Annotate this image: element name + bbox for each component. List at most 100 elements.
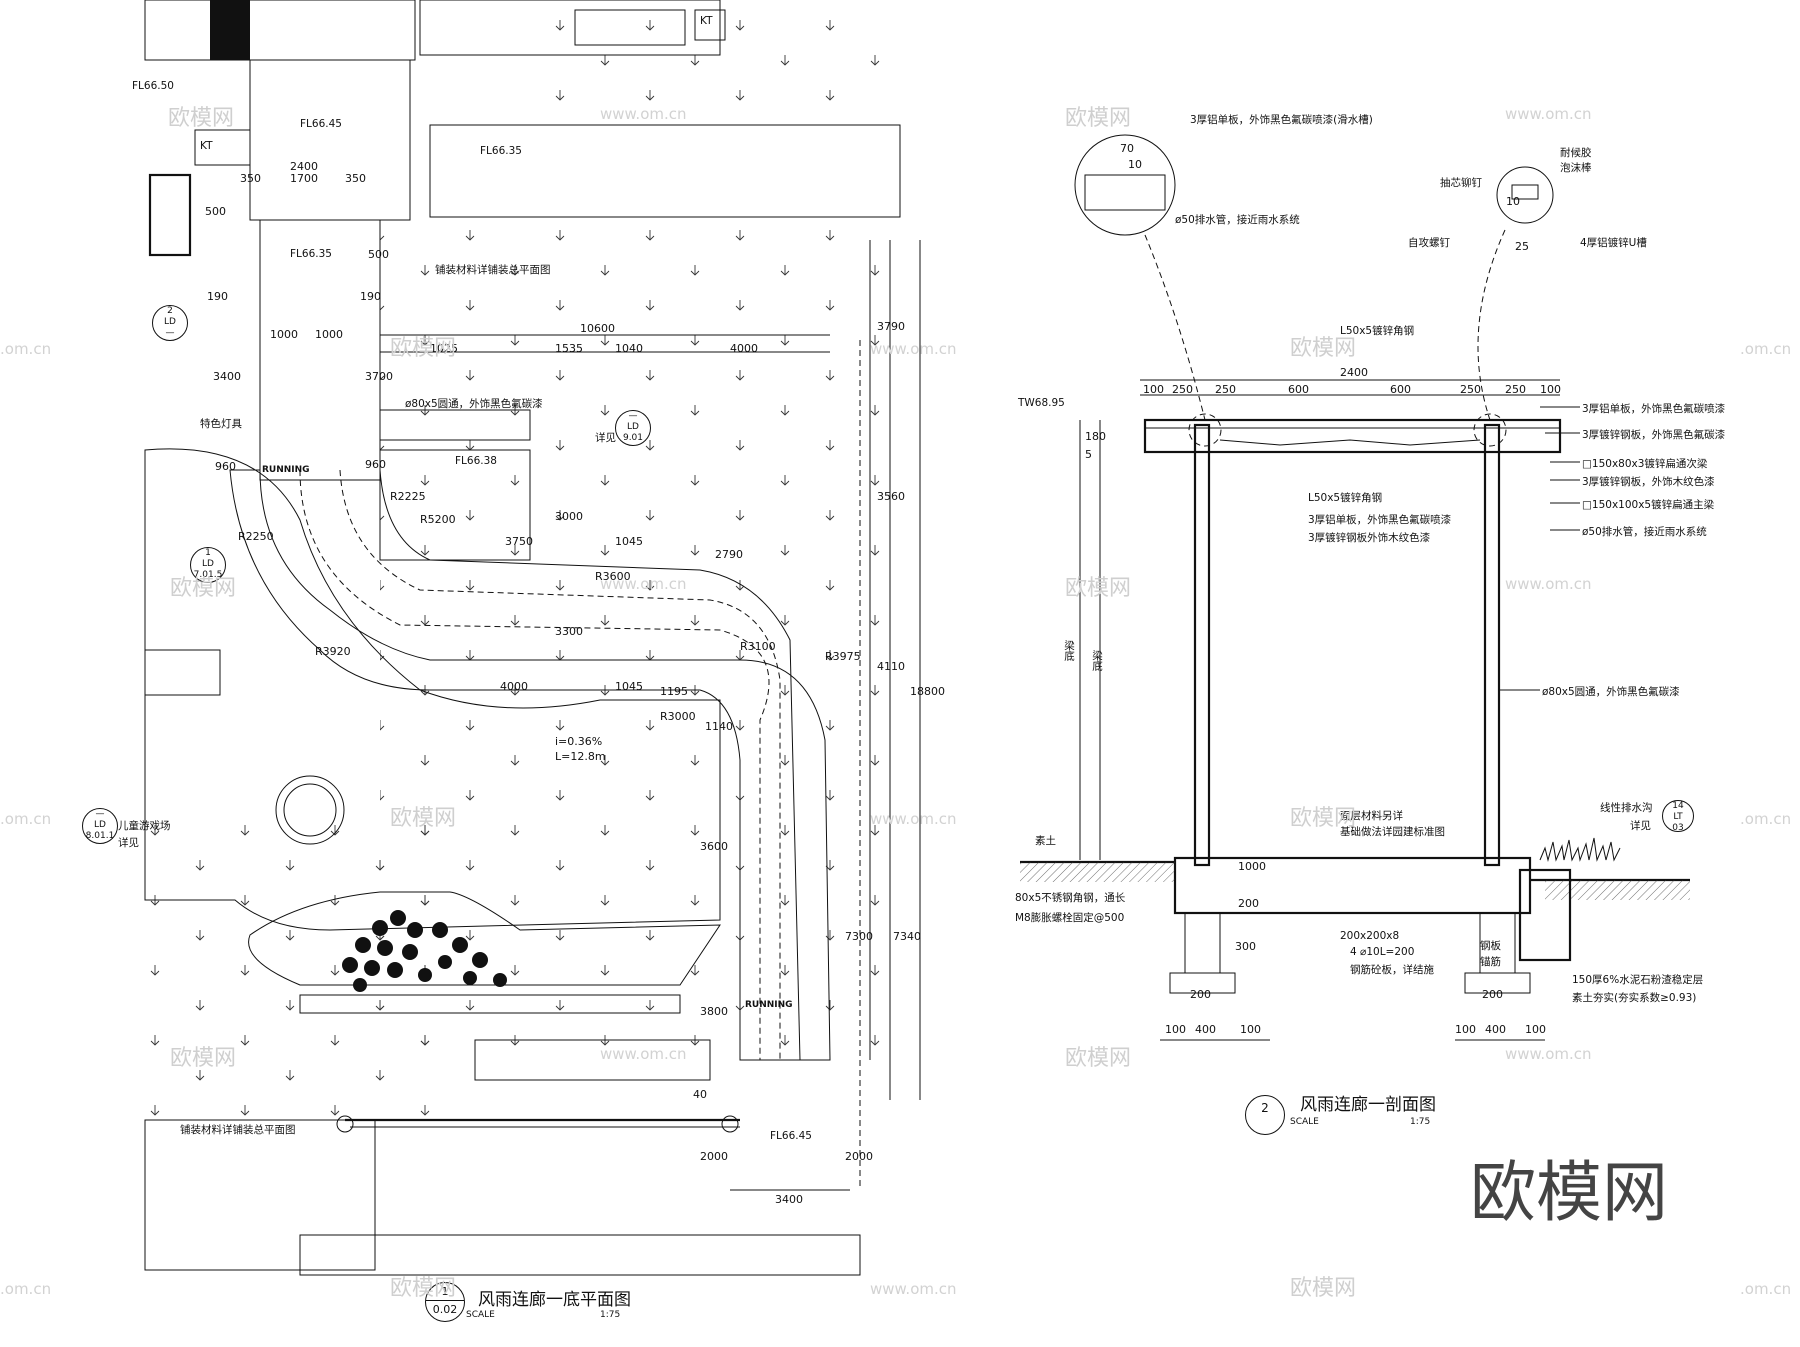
- ref-3-bottom: 8.01.1: [85, 831, 115, 841]
- watermark-cn-3: .om.cn: [0, 1280, 52, 1298]
- sec-callout-r11: 素土夯实(夯实系数≥0.93): [1572, 992, 1697, 1004]
- building-lower: [299, 1234, 861, 1276]
- dim-3560: 3560: [877, 490, 905, 503]
- sec-small-5: 5: [1085, 448, 1092, 461]
- sec-dim-5: 600: [1390, 383, 1411, 396]
- sec-dim-8: 100: [1540, 383, 1561, 396]
- watermark-cn-1: .om.cn: [0, 340, 52, 358]
- radius-8: R3100: [740, 640, 776, 653]
- kt-box-2: [694, 9, 726, 41]
- dim-3400b: 3400: [775, 1193, 803, 1206]
- section-drawing: [1020, 134, 1690, 1041]
- ref-4-top: —: [628, 411, 638, 421]
- callout-circle-right: [1473, 413, 1507, 447]
- elev-2: FL66.45: [300, 118, 342, 130]
- curved-walkway: [229, 469, 831, 1061]
- elev-6: FL66.45: [770, 1130, 812, 1142]
- watermark-1: 欧模网: [168, 106, 235, 131]
- watermark-url-2: www.om.cn: [1505, 105, 1592, 123]
- watermark-7: 欧模网: [1065, 106, 1132, 131]
- radius-1: R5200: [420, 513, 456, 526]
- dim-1040: 1040: [615, 342, 643, 355]
- sec-small-180: 180: [1085, 430, 1106, 443]
- sec-title: 风雨连廊一剖面图: [1300, 1095, 1436, 1115]
- sec-bot-4: 100: [1455, 1023, 1476, 1036]
- sec-dim-4: 600: [1288, 383, 1309, 396]
- sec-callout-m10: 钢板: [1480, 940, 1501, 952]
- sec-callout-r1: 3厚铝单板，外饰黑色氟碳喷漆: [1582, 403, 1726, 415]
- footing-left: [1169, 972, 1236, 994]
- plan-title-sheet: 0.02: [426, 1300, 464, 1318]
- ref-bubble-2[interactable]: 1 LD 7.01.5: [190, 547, 226, 583]
- dim-190b: 190: [360, 290, 381, 303]
- play-circle-outer: [275, 775, 345, 845]
- note-detail-1: 详见: [118, 837, 139, 849]
- ref-bubble-4[interactable]: — LD 9.01: [615, 410, 651, 446]
- roof-beam: [1143, 418, 1562, 454]
- sec-small-25: 25: [1515, 240, 1529, 253]
- detail-right-1: 耐候胶: [1560, 147, 1592, 159]
- lawn-area-top: [520, 0, 900, 120]
- sec-callout-m1: L50x5镀锌角钢: [1340, 325, 1415, 337]
- dim-2000a: 2000: [700, 1150, 728, 1163]
- sec-small-200a: 200: [1238, 897, 1259, 910]
- watermark-url-7: www.om.cn: [870, 340, 957, 358]
- sec-dim-3: 250: [1215, 383, 1236, 396]
- elev-3: FL66.35: [480, 145, 522, 157]
- detail-right-4: 自攻螺钉: [1408, 237, 1450, 249]
- sec-title-number: 2: [1261, 1101, 1269, 1115]
- sec-ref-lt[interactable]: 14 LT 03: [1662, 800, 1694, 833]
- sec-dim-6: 250: [1460, 383, 1481, 396]
- watermark-cn-4: .om.cn: [1740, 340, 1792, 358]
- watermark-url-8: www.om.cn: [870, 810, 957, 828]
- watermark-6: 欧模网: [390, 1276, 457, 1301]
- sec-bot-2: 400: [1195, 1023, 1216, 1036]
- dim-4110: 4110: [877, 660, 905, 673]
- detail-right-body: [1511, 184, 1539, 200]
- sec-dim-2400: 2400: [1340, 366, 1368, 379]
- sec-callout-l3: M8膨胀螺栓固定@500: [1015, 912, 1125, 924]
- ref-3-mid: LD: [94, 820, 106, 830]
- column-2: [721, 1115, 739, 1133]
- dim-1045a: 1045: [615, 535, 643, 548]
- watermark-large: 欧模网: [1470, 1154, 1668, 1231]
- sec-callout-r6: ø50排水管，接近雨水系统: [1582, 526, 1707, 538]
- ref-4-mid: LD: [627, 422, 639, 432]
- dim-500b: 500: [368, 248, 389, 261]
- sec-callout-m4: 3厚镀锌钢板外饰木纹色漆: [1308, 532, 1431, 544]
- ref-bubble-3[interactable]: — LD 8.01.1: [82, 808, 118, 844]
- dim-3700: 3700: [365, 370, 393, 383]
- watermark-url-5: www.om.cn: [600, 1045, 687, 1063]
- dim-1045b: 1045: [615, 680, 643, 693]
- ref-1-mid: LD: [164, 317, 176, 327]
- column-right: [1483, 423, 1501, 867]
- column-left: [1193, 423, 1211, 867]
- detail-circle-left: [1074, 134, 1176, 236]
- watermark-url-1: www.om.cn: [600, 105, 687, 123]
- sec-callout-m2: L50x5镀锌角钢: [1308, 492, 1383, 504]
- wall-block: [148, 173, 192, 257]
- watermark-url-4: www.om.cn: [1505, 575, 1592, 593]
- sec-ref-bottom: 03: [1672, 823, 1684, 833]
- callout-leaders: [1500, 406, 1580, 691]
- watermark-5: 欧模网: [170, 1046, 237, 1071]
- radius-4: R2250: [238, 530, 274, 543]
- drain-channel: [1518, 868, 1572, 962]
- soil-left: [1020, 862, 1175, 882]
- radius-2: R3000: [660, 710, 696, 723]
- ref-bubble-1[interactable]: 2 LD —: [152, 305, 188, 341]
- sec-bot-6: 100: [1525, 1023, 1546, 1036]
- sec-callout-m9: 钢筋砼板，详结施: [1350, 964, 1434, 976]
- walkway-edge-3: [299, 469, 770, 1060]
- dim-3750: 3750: [505, 535, 533, 548]
- sec-small-1000: 1000: [1238, 860, 1266, 873]
- play-bench: [144, 649, 221, 696]
- detail-right-5: 4厚铝镀锌U槽: [1580, 237, 1647, 249]
- roof-truss: [1219, 439, 1481, 446]
- paved-court: [379, 449, 531, 561]
- sec-callout-m3: 3厚铝单板，外饰黑色氟碳喷漆: [1308, 514, 1452, 526]
- watermark-9: 欧模网: [1065, 576, 1132, 601]
- ref-1-bottom: —: [165, 328, 175, 338]
- watermark-url-3: www.om.cn: [600, 575, 687, 593]
- plan-title: 风雨连廊一底平面图: [478, 1290, 631, 1310]
